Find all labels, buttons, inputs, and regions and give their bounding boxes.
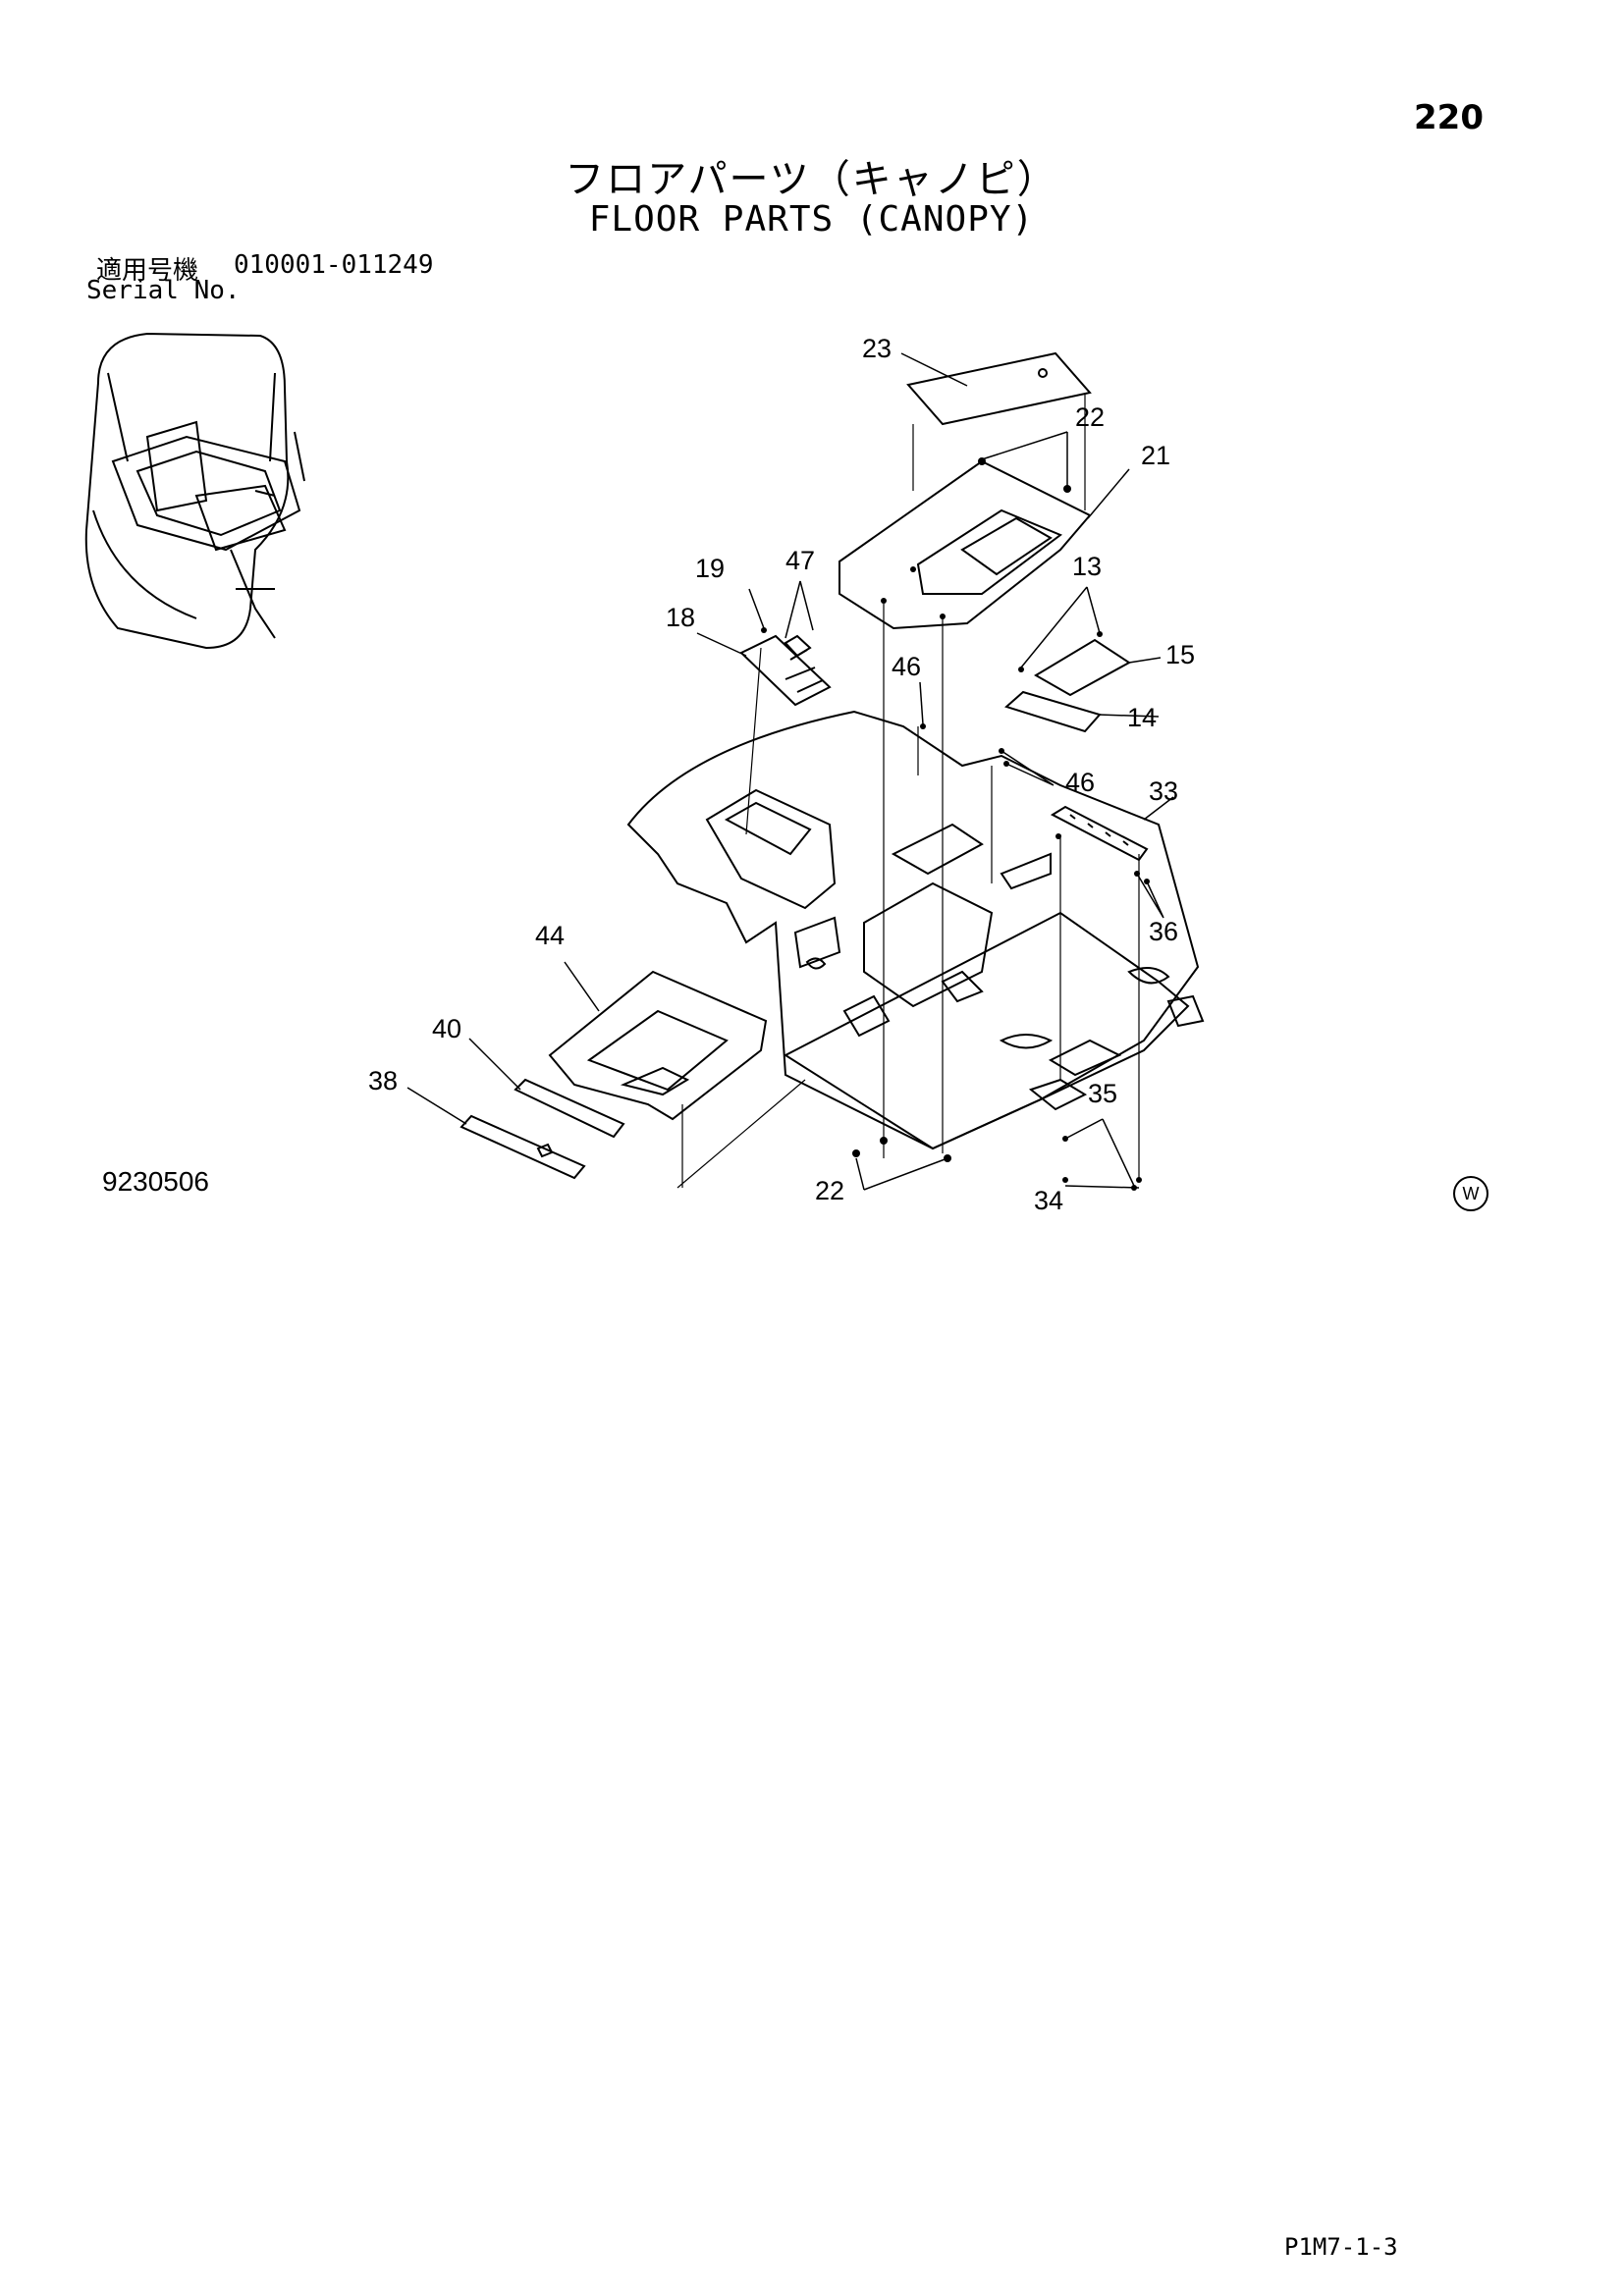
callout-35: 35 [1088,1079,1117,1108]
floor-frame [626,710,1205,1150]
callout-22-top: 22 [1075,402,1105,432]
part-38-mat [460,1114,586,1180]
callout-40: 40 [432,1014,461,1043]
serial-range: 010001-011249 [234,250,434,280]
part-33-bracket [1050,805,1149,862]
part-14-plate [1004,690,1102,733]
page-title-jp: フロアパーツ（キャノピ） [565,157,1058,202]
callout-36: 36 [1149,917,1178,946]
callout-19: 19 [695,554,725,583]
part-44-tray [548,970,768,1121]
callout-46-right: 46 [1065,768,1095,797]
callout-33: 33 [1149,776,1178,806]
callout-38: 38 [368,1066,398,1095]
callout-47: 47 [785,546,815,575]
page-title-en: FLOOR PARTS (CANOPY) [588,199,1035,240]
part-21-cover [839,459,1092,630]
callout-34: 34 [1034,1186,1063,1215]
page-number: 220 [1414,98,1484,137]
callout-22-bottom: 22 [815,1176,844,1205]
callout-13: 13 [1072,552,1102,581]
callout-21: 21 [1141,441,1170,470]
part-15-plate [1034,638,1131,697]
serial-label-en: Serial No. [86,276,241,305]
part-40-strip [514,1078,625,1139]
callout-44: 44 [535,921,565,950]
serial-label-jp: 適用号機 [96,256,199,286]
w-mark-icon: W [1453,1176,1488,1211]
footer-code: P1M7-1-3 [1284,2233,1398,2261]
part-23-plate [906,351,1092,426]
callout-18: 18 [666,603,695,632]
callout-15: 15 [1165,640,1195,669]
machine-overview-thumbnail [84,332,305,650]
callout-46-top: 46 [892,652,921,681]
callout-14: 14 [1127,703,1157,732]
drawing-code: 9230506 [102,1166,210,1197]
part-18-pad [739,634,832,707]
callout-23: 23 [862,334,892,363]
